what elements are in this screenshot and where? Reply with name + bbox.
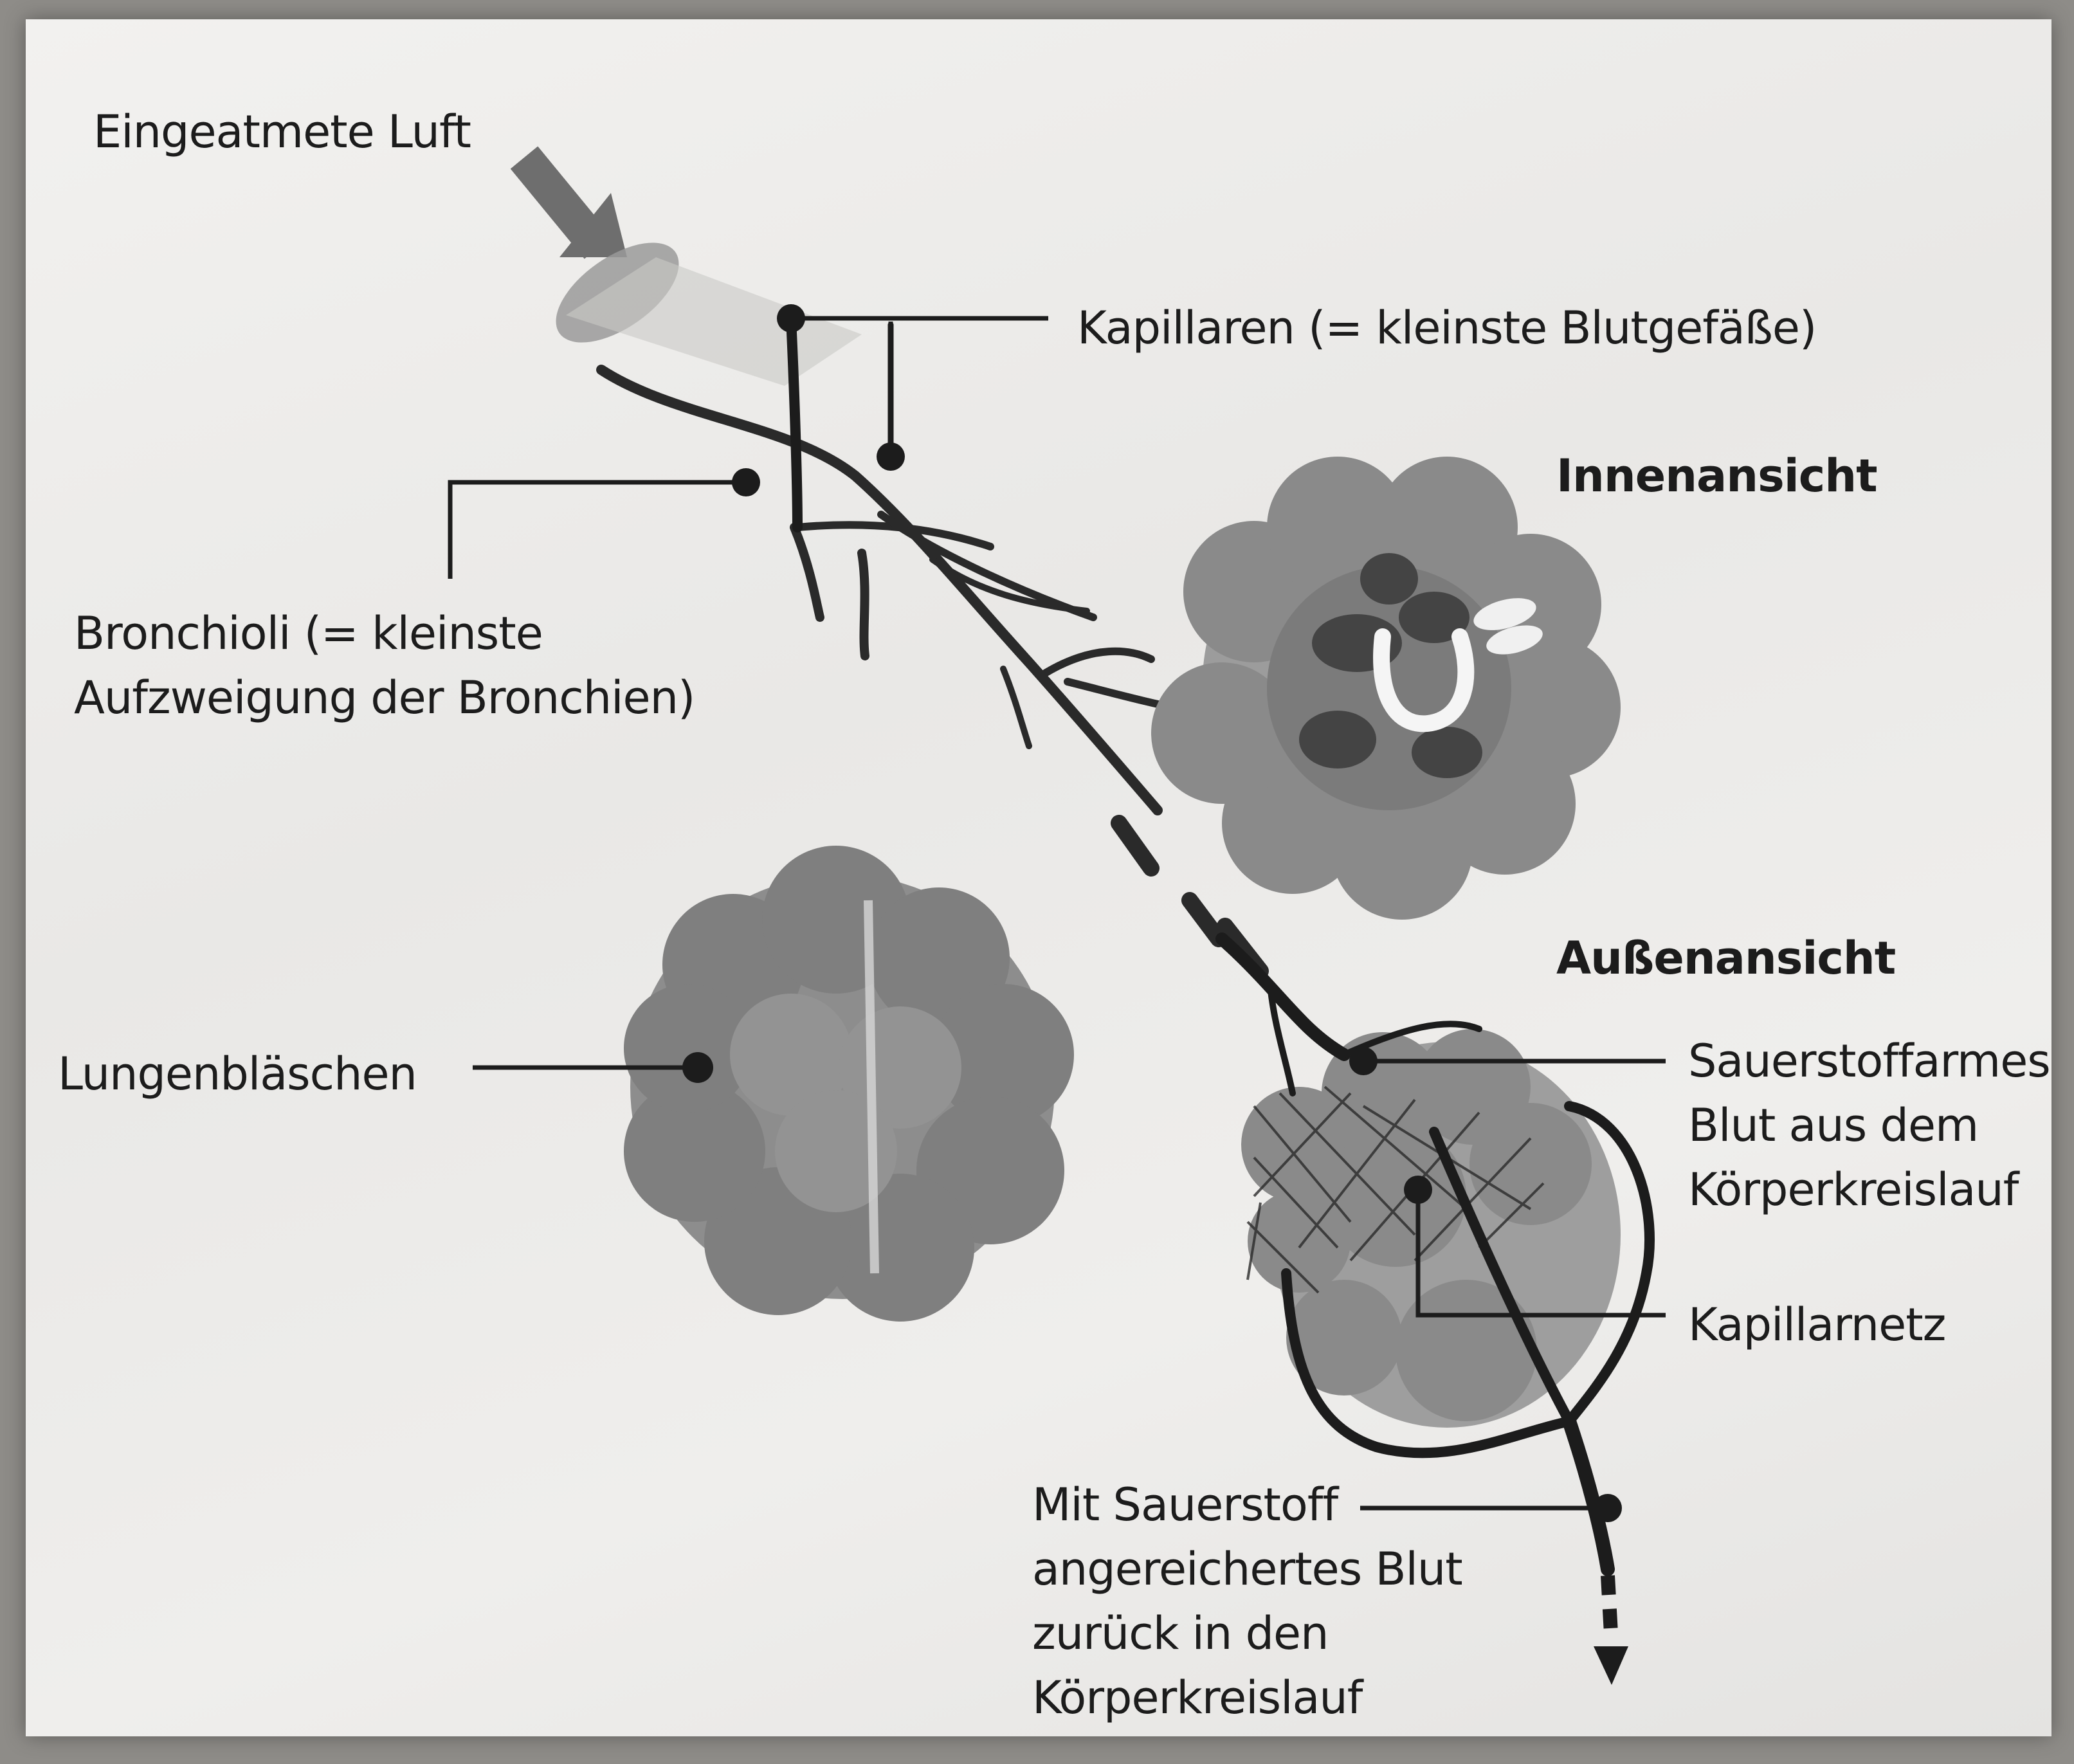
label-oxygenated-blood: Mit Sauerstoff angereichertes Blut zurüc… xyxy=(1032,1473,1462,1730)
label-deoxygenated-blood: Sauerstoffarmes Blut aus dem Körperkreis… xyxy=(1688,1029,2050,1222)
label-inner-view: Innenansicht xyxy=(1556,444,1877,508)
alveoli-cluster xyxy=(624,846,1074,1322)
bronchiole-tree xyxy=(601,370,1209,810)
label-capillary-network: Kapillarnetz xyxy=(1688,1293,1945,1357)
label-outer-view: Außenansicht xyxy=(1556,926,1895,990)
label-alveoli: Lungenbläschen xyxy=(58,1042,417,1106)
label-inhaled-air: Eingeatmete Luft xyxy=(93,100,471,164)
label-capillaries: Kapillaren (= kleinste Blutgefäße) xyxy=(1077,296,1816,360)
inhaled-air-arrow xyxy=(524,158,862,386)
label-bronchioles: Bronchioli (= kleinste Aufzweigung der B… xyxy=(74,601,695,730)
alveolus-inner-view xyxy=(1151,457,1621,920)
leader-bronchioles xyxy=(450,482,746,579)
